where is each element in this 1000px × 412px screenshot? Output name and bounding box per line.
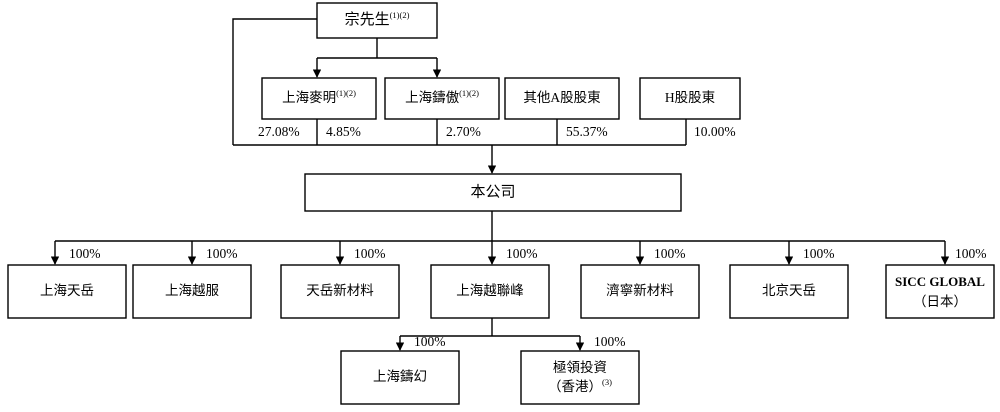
node-shanghai-zhuhuan-label: 上海鑄幻 [373,369,427,384]
node-shanghai-yuelianfeng-label: 上海越聯峰 [456,283,524,298]
edges-layer [50,18,950,351]
pct-shanghai-yuelianfeng: 100% [506,246,538,261]
node-shanghai-zhuhuan-box[interactable] [340,350,460,405]
pct-shanghai-tianyue: 100% [69,246,101,261]
node-mr-zong-box[interactable] [316,2,438,39]
pct-maiming-to-company: 4.85% [326,124,361,139]
pct-other-a-to-company: 55.37% [566,124,608,139]
node-sicc-global-label-line2: （日本） [913,294,967,309]
node-other-a-shareholders-label: 其他A股股東 [523,90,600,105]
node-beijing-tianyue[interactable]: 北京天岳 [729,264,849,319]
node-beijing-tianyue-label: 北京天岳 [762,283,816,298]
node-company-box[interactable] [304,173,682,212]
pct-jining-new-material: 100% [654,246,686,261]
node-h-shareholders-label: H股股東 [665,90,715,105]
pct-beijing-tianyue: 100% [803,246,835,261]
node-sicc-global-box[interactable] [885,264,995,319]
node-shanghai-zhuaao-box[interactable] [384,77,500,120]
node-h-shareholders-box[interactable] [639,77,741,120]
node-shanghai-zhuaao[interactable]: 上海鑄傲(1)(2) [384,77,500,120]
node-tianyue-new-material[interactable]: 天岳新材料 [280,264,400,319]
pct-tianyue-new-material: 100% [354,246,386,261]
node-beijing-tianyue-box[interactable] [729,264,849,319]
node-mr-zong-label: 宗先生(1)(2) [345,10,410,28]
pct-zhuaao-to-company: 2.70% [446,124,481,139]
node-jiling-investment-box[interactable] [520,350,640,405]
pct-sicc-global: 100% [955,246,987,261]
node-other-a-shareholders[interactable]: 其他A股股東 [504,77,620,120]
node-shanghai-yuelianfeng[interactable]: 上海越聯峰 [430,264,550,319]
pct-shanghai-yuefu: 100% [206,246,238,261]
percentage-labels-layer: 27.08% 4.85% 2.70% 55.37% 10.00% 100% 10… [69,124,987,349]
node-shanghai-yuefu[interactable]: 上海越服 [132,264,252,319]
edge-zong-direct [232,18,317,145]
node-shanghai-maiming[interactable]: 上海麥明(1)(2) [261,77,377,120]
pct-zong-direct: 27.08% [258,124,300,139]
node-sicc-global[interactable]: SICC GLOBAL （日本） [885,264,995,319]
node-mr-zong[interactable]: 宗先生(1)(2) [316,2,438,39]
node-jining-new-material[interactable]: 濟寧新材料 [580,264,700,319]
node-company[interactable]: 本公司 [304,173,682,212]
node-sicc-global-label-line1: SICC GLOBAL [895,274,985,289]
node-jiling-investment[interactable]: 極領投資 （香港）(3) [520,350,640,405]
node-tianyue-new-material-box[interactable] [280,264,400,319]
node-shanghai-zhuaao-label: 上海鑄傲(1)(2) [405,88,479,105]
node-jining-new-material-box[interactable] [580,264,700,319]
node-shanghai-maiming-label: 上海麥明(1)(2) [282,88,356,105]
node-shanghai-tianyue-label: 上海天岳 [40,283,94,298]
node-jiling-investment-label-line2: （香港）(3) [548,377,612,394]
pct-shanghai-zhuhuan: 100% [414,334,446,349]
node-jiling-investment-label-line1: 極領投資 [553,359,607,375]
node-other-a-shareholders-box[interactable] [504,77,620,120]
pct-h-to-company: 10.00% [694,124,736,139]
nodes-layer: 宗先生(1)(2) 上海麥明(1)(2) 上海鑄傲(1)(2) 其他A股股東 H… [7,2,995,405]
node-tianyue-new-material-label: 天岳新材料 [306,283,374,298]
node-shanghai-tianyue[interactable]: 上海天岳 [7,264,127,319]
node-company-label: 本公司 [470,183,515,200]
pct-jiling-investment: 100% [594,334,626,349]
node-shanghai-zhuhuan[interactable]: 上海鑄幻 [340,350,460,405]
node-h-shareholders[interactable]: H股股東 [639,77,741,120]
node-jining-new-material-label: 濟寧新材料 [606,282,674,298]
node-shanghai-yuefu-label: 上海越服 [165,283,219,298]
node-shanghai-yuelianfeng-box[interactable] [430,264,550,319]
node-shanghai-tianyue-box[interactable] [7,264,127,319]
node-shanghai-yuefu-box[interactable] [132,264,252,319]
node-shanghai-maiming-box[interactable] [261,77,377,120]
